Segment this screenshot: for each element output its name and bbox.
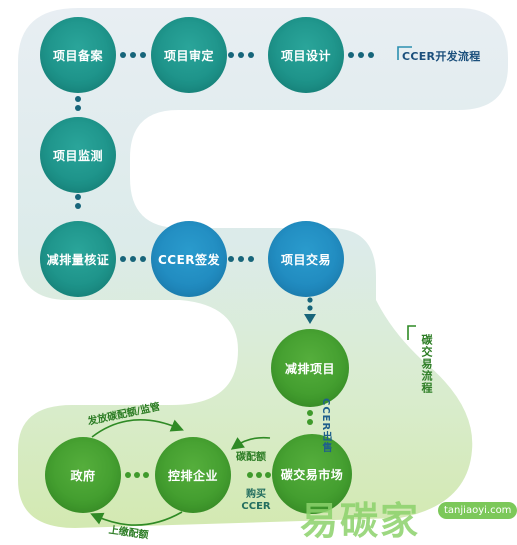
- node-controlled-enterprise: 控排企业: [155, 437, 231, 513]
- node-reduction-verification: 减排量核证: [40, 221, 116, 297]
- quota-arrow: [230, 436, 271, 450]
- node-project-filing: 项目备案: [40, 17, 116, 93]
- node-project-validation: 项目审定: [151, 17, 227, 93]
- node-project-trading: 项目交易: [268, 221, 344, 297]
- buy-ccer-label: 购买 CCER: [240, 489, 272, 513]
- down-arrow: [304, 314, 316, 324]
- issue-quota-arc: [91, 419, 184, 438]
- buy-ccer-line2: CCER: [241, 501, 271, 512]
- node-reduction-project: 减排项目: [271, 329, 349, 407]
- watermark-site-badge: tanjiaoyi.com: [438, 502, 517, 519]
- ccer-flow-title: CCER开发流程: [402, 50, 481, 63]
- dotted-connectors: [75, 52, 374, 311]
- node-carbon-market: 碳交易市场: [272, 434, 352, 514]
- node-government: 政府: [45, 437, 121, 513]
- node-project-design: 项目设计: [268, 17, 344, 93]
- buy-ccer-line1: 购买: [246, 489, 266, 500]
- ccer-sale-label: CCER出售: [320, 398, 331, 454]
- carbon-trade-title: 碳交易流程: [420, 334, 433, 394]
- submit-quota-arc: [90, 511, 183, 526]
- node-ccer-issuance: CCER签发: [151, 221, 227, 297]
- watermark-logo: 易碳家: [300, 499, 421, 543]
- node-project-monitoring: 项目监测: [40, 117, 116, 193]
- carbon-title-bracket: [407, 325, 416, 340]
- ccer-title-bracket: [397, 46, 412, 60]
- carbon-quota-label: 碳配额: [236, 452, 266, 463]
- flow-track: [18, 8, 508, 528]
